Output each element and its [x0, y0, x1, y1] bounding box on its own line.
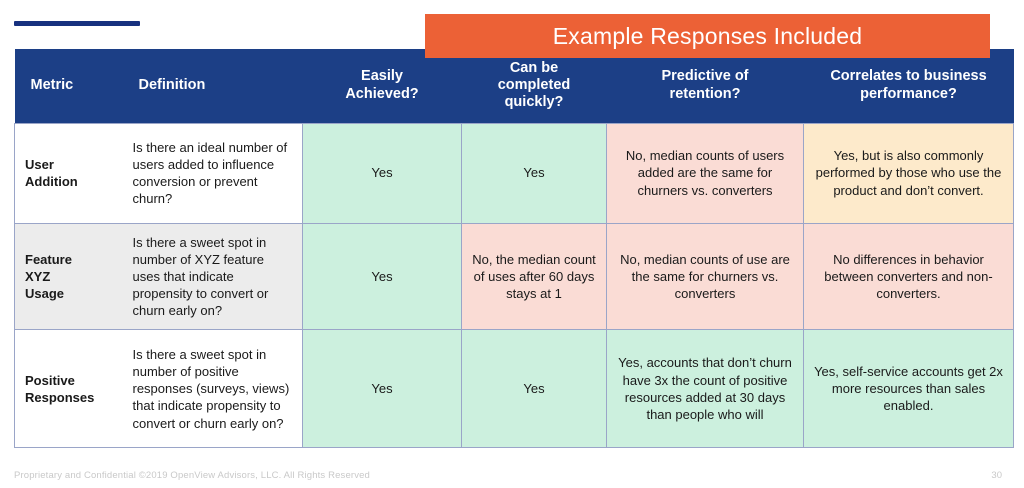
column-header-definition: Definition [122, 49, 303, 123]
cell-definition: Is there an ideal number of users added … [122, 122, 303, 224]
footer-copyright: Proprietary and Confidential ©2019 OpenV… [14, 470, 370, 481]
column-header-completed-quickly-line2: completed [497, 77, 571, 94]
cell-correlates-business: Yes, self-service accounts get 2x more r… [803, 329, 1014, 449]
footer-page-number: 30 [991, 470, 1002, 481]
cell-definition: Is there a sweet spot in number of XYZ f… [122, 222, 303, 331]
metrics-matrix-table: Metric Definition Easily Achieved? Can b… [14, 49, 1014, 449]
cell-completed-quickly: Yes [461, 329, 607, 449]
cell-metric-name: Positive Responses [14, 329, 123, 449]
cell-metric-name: User Addition [14, 122, 123, 224]
table-row: User Addition Is there an ideal number o… [14, 122, 1014, 224]
accent-rule [14, 21, 140, 26]
column-header-predictive-retention-line1: Predictive of [661, 68, 749, 85]
cell-completed-quickly: Yes [461, 122, 607, 224]
column-header-correlates-business-line2: performance? [860, 85, 957, 102]
metric-name-line1: Positive [25, 372, 75, 388]
column-header-easily-achieved-line1: Easily [361, 68, 403, 85]
cell-metric-name: Feature XYZ Usage [14, 222, 123, 331]
cell-definition: Is there a sweet spot in number of posit… [122, 329, 303, 449]
metric-name-line2: XYZ [25, 268, 51, 284]
table-body: User Addition Is there an ideal number o… [14, 122, 1014, 449]
callout-banner-label: Example Responses Included [552, 22, 863, 49]
cell-easily-achieved: Yes [302, 122, 462, 224]
cell-correlates-business: Yes, but is also commonly performed by t… [803, 122, 1014, 224]
table-header: Metric Definition Easily Achieved? Can b… [14, 49, 1014, 123]
column-header-correlates-business-line1: Correlates to business [830, 68, 987, 85]
column-header-predictive-retention: Predictive of retention? [606, 49, 804, 123]
column-header-easily-achieved-line2: Achieved? [345, 85, 419, 102]
metric-name-line2: Addition [25, 174, 78, 189]
table-header-row: Metric Definition Easily Achieved? Can b… [14, 49, 1014, 123]
metric-name-line3: Usage [25, 285, 65, 301]
table-row: Positive Responses Is there a sweet spot… [14, 329, 1014, 449]
cell-easily-achieved: Yes [302, 329, 462, 449]
cell-completed-quickly: No, the median count of uses after 60 da… [461, 222, 607, 331]
column-header-completed-quickly-line3: quickly? [504, 94, 564, 111]
cell-predictive-retention: No, median counts of use are the same fo… [606, 222, 804, 331]
cell-easily-achieved: Yes [302, 222, 462, 331]
metric-name-line2: Responses [25, 389, 95, 405]
metric-name-line1: Feature [25, 251, 72, 267]
cell-predictive-retention: Yes, accounts that don’t churn have 3x t… [606, 329, 804, 449]
cell-correlates-business: No differences in behavior between conve… [803, 222, 1014, 331]
table-row: Feature XYZ Usage Is there a sweet spot … [14, 222, 1014, 331]
column-header-completed-quickly: Can be completed quickly? [461, 49, 607, 123]
column-header-metric: Metric [14, 49, 123, 123]
column-header-predictive-retention-line2: retention? [669, 85, 741, 102]
metric-name-line1: User [25, 156, 54, 172]
column-header-completed-quickly-line1: Can be [509, 59, 559, 76]
callout-banner: Example Responses Included [425, 14, 990, 58]
cell-predictive-retention: No, median counts of users added are the… [606, 122, 804, 224]
column-header-correlates-business: Correlates to business performance? [803, 49, 1014, 123]
column-header-easily-achieved: Easily Achieved? [302, 49, 462, 123]
